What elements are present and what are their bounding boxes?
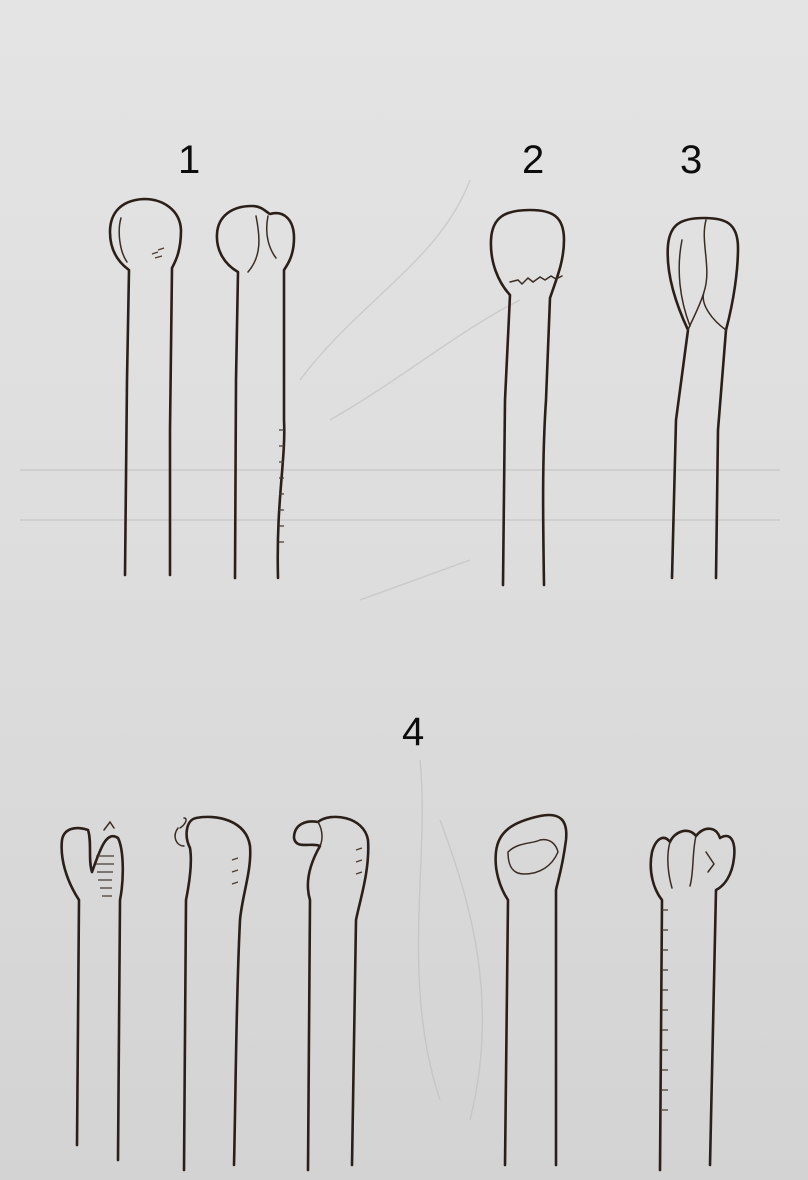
- bone-4e: [651, 829, 735, 1170]
- bone-4c: [294, 817, 368, 1170]
- bone-4a: [62, 822, 123, 1160]
- bone-4b: [175, 817, 250, 1170]
- group-label-3: 3: [680, 140, 702, 180]
- paper-show-through: [20, 180, 780, 1120]
- bone-1b: [217, 206, 294, 578]
- bone-1a: [110, 199, 181, 575]
- bone-2: [491, 210, 564, 585]
- bone-4d: [496, 815, 567, 1165]
- group-label-4: 4: [402, 712, 424, 752]
- group-label-1: 1: [178, 140, 200, 180]
- group-label-2: 2: [522, 140, 544, 180]
- bone-3: [668, 218, 738, 578]
